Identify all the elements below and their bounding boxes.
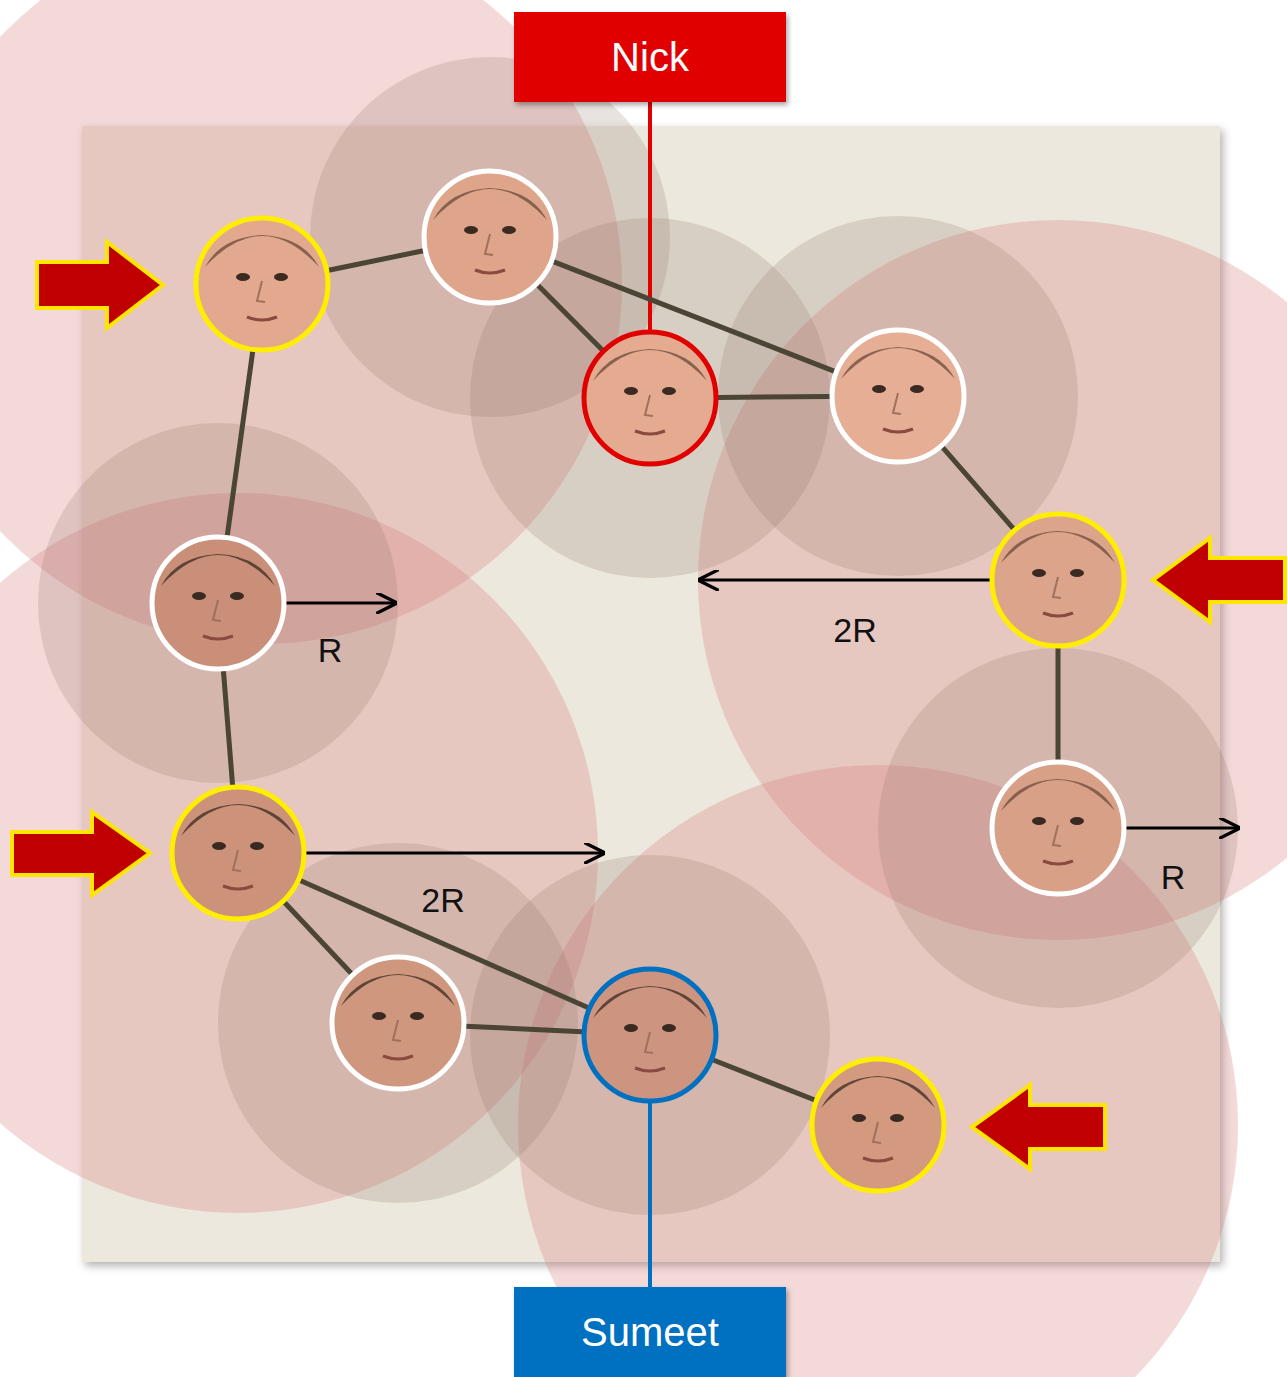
face-portrait <box>809 1056 947 1194</box>
name-tag: Sumeet <box>514 1287 786 1377</box>
graph-edge <box>227 351 252 535</box>
graph-edge <box>943 447 1014 528</box>
graph-edge <box>329 251 424 271</box>
graph-edge <box>713 1060 814 1100</box>
face-portrait <box>989 759 1127 897</box>
name-leader <box>648 1103 652 1287</box>
face-portrait <box>829 327 967 465</box>
dimension-label: R <box>318 631 343 670</box>
face-portrait <box>581 966 719 1104</box>
graph-edge <box>223 671 232 785</box>
graph-edge <box>718 394 830 400</box>
person-node <box>829 327 967 465</box>
person-name: Nick <box>611 35 689 80</box>
face-portrait <box>169 784 307 922</box>
person-name: Sumeet <box>581 1310 719 1355</box>
range-r <box>38 57 1238 1215</box>
face-portrait <box>193 215 331 353</box>
person-node <box>169 784 307 922</box>
person-node <box>149 534 287 672</box>
person-node <box>329 954 467 1092</box>
face-portrait <box>421 168 559 306</box>
pointer-arrow <box>12 242 1285 1169</box>
dimension-dot <box>223 575 1073 858</box>
name-leader <box>648 102 652 330</box>
person-node <box>581 966 719 1104</box>
person-node <box>581 329 719 467</box>
name-tag: Nick <box>514 12 786 102</box>
person-node <box>989 511 1127 649</box>
person-node <box>421 168 559 306</box>
graph-edge <box>285 903 352 974</box>
dimension-label: 2R <box>833 611 876 650</box>
person-node <box>809 1056 947 1194</box>
dimension-label: R <box>1161 858 1186 897</box>
graph-edge <box>538 285 602 350</box>
face-portrait <box>329 954 467 1092</box>
graph-edge <box>466 1026 582 1032</box>
graph-edge <box>1056 648 1061 760</box>
dimension-label: 2R <box>421 881 464 920</box>
face-portrait <box>149 534 287 672</box>
face-portrait <box>989 511 1127 649</box>
person-node <box>989 759 1127 897</box>
person-node <box>193 215 331 353</box>
face-portrait <box>581 329 719 467</box>
